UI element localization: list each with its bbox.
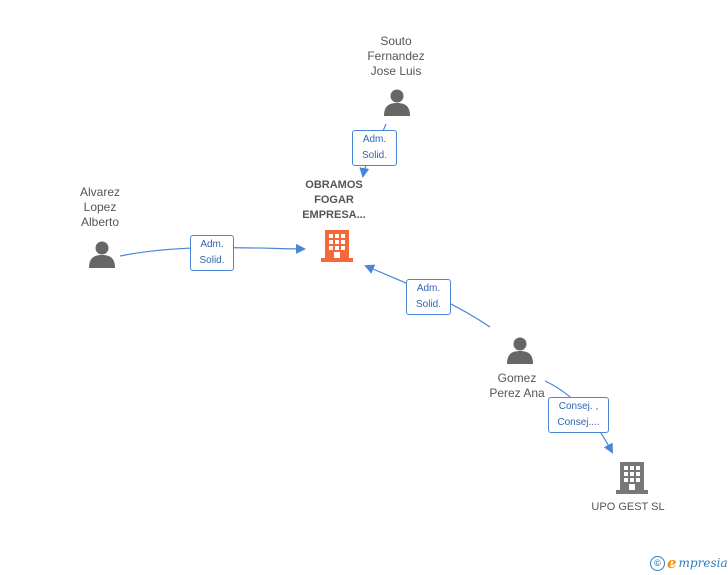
upo-gest-label[interactable]: UPO GEST SL <box>591 501 665 513</box>
person-icon[interactable] <box>383 88 411 116</box>
edge-label-souto[interactable]: Adm. Solid. <box>352 130 397 166</box>
building-icon[interactable] <box>616 460 648 494</box>
person-gomez-label[interactable]: Gomez Perez Ana <box>489 371 545 400</box>
main-company-label[interactable]: OBRAMOS FOGAR EMPRESA... <box>302 179 366 221</box>
person-alvarez-label[interactable]: Alvarez Lopez Alberto <box>79 185 121 229</box>
person-icon[interactable] <box>506 336 534 364</box>
copyright-icon: © <box>650 555 665 571</box>
person-souto-label[interactable]: Souto Fernandez Jose Luis <box>367 34 425 78</box>
edge-label-alvarez[interactable]: Adm. Solid. <box>190 235 234 271</box>
building-icon[interactable] <box>321 228 353 262</box>
edge-label-gomez-upo[interactable]: Consej. , Consej.... <box>548 397 609 433</box>
brand-text: mpresia <box>678 556 728 570</box>
edge-label-gomez-main[interactable]: Adm. Solid. <box>406 279 451 315</box>
brand-e: e <box>667 554 677 572</box>
person-icon[interactable] <box>88 240 116 268</box>
